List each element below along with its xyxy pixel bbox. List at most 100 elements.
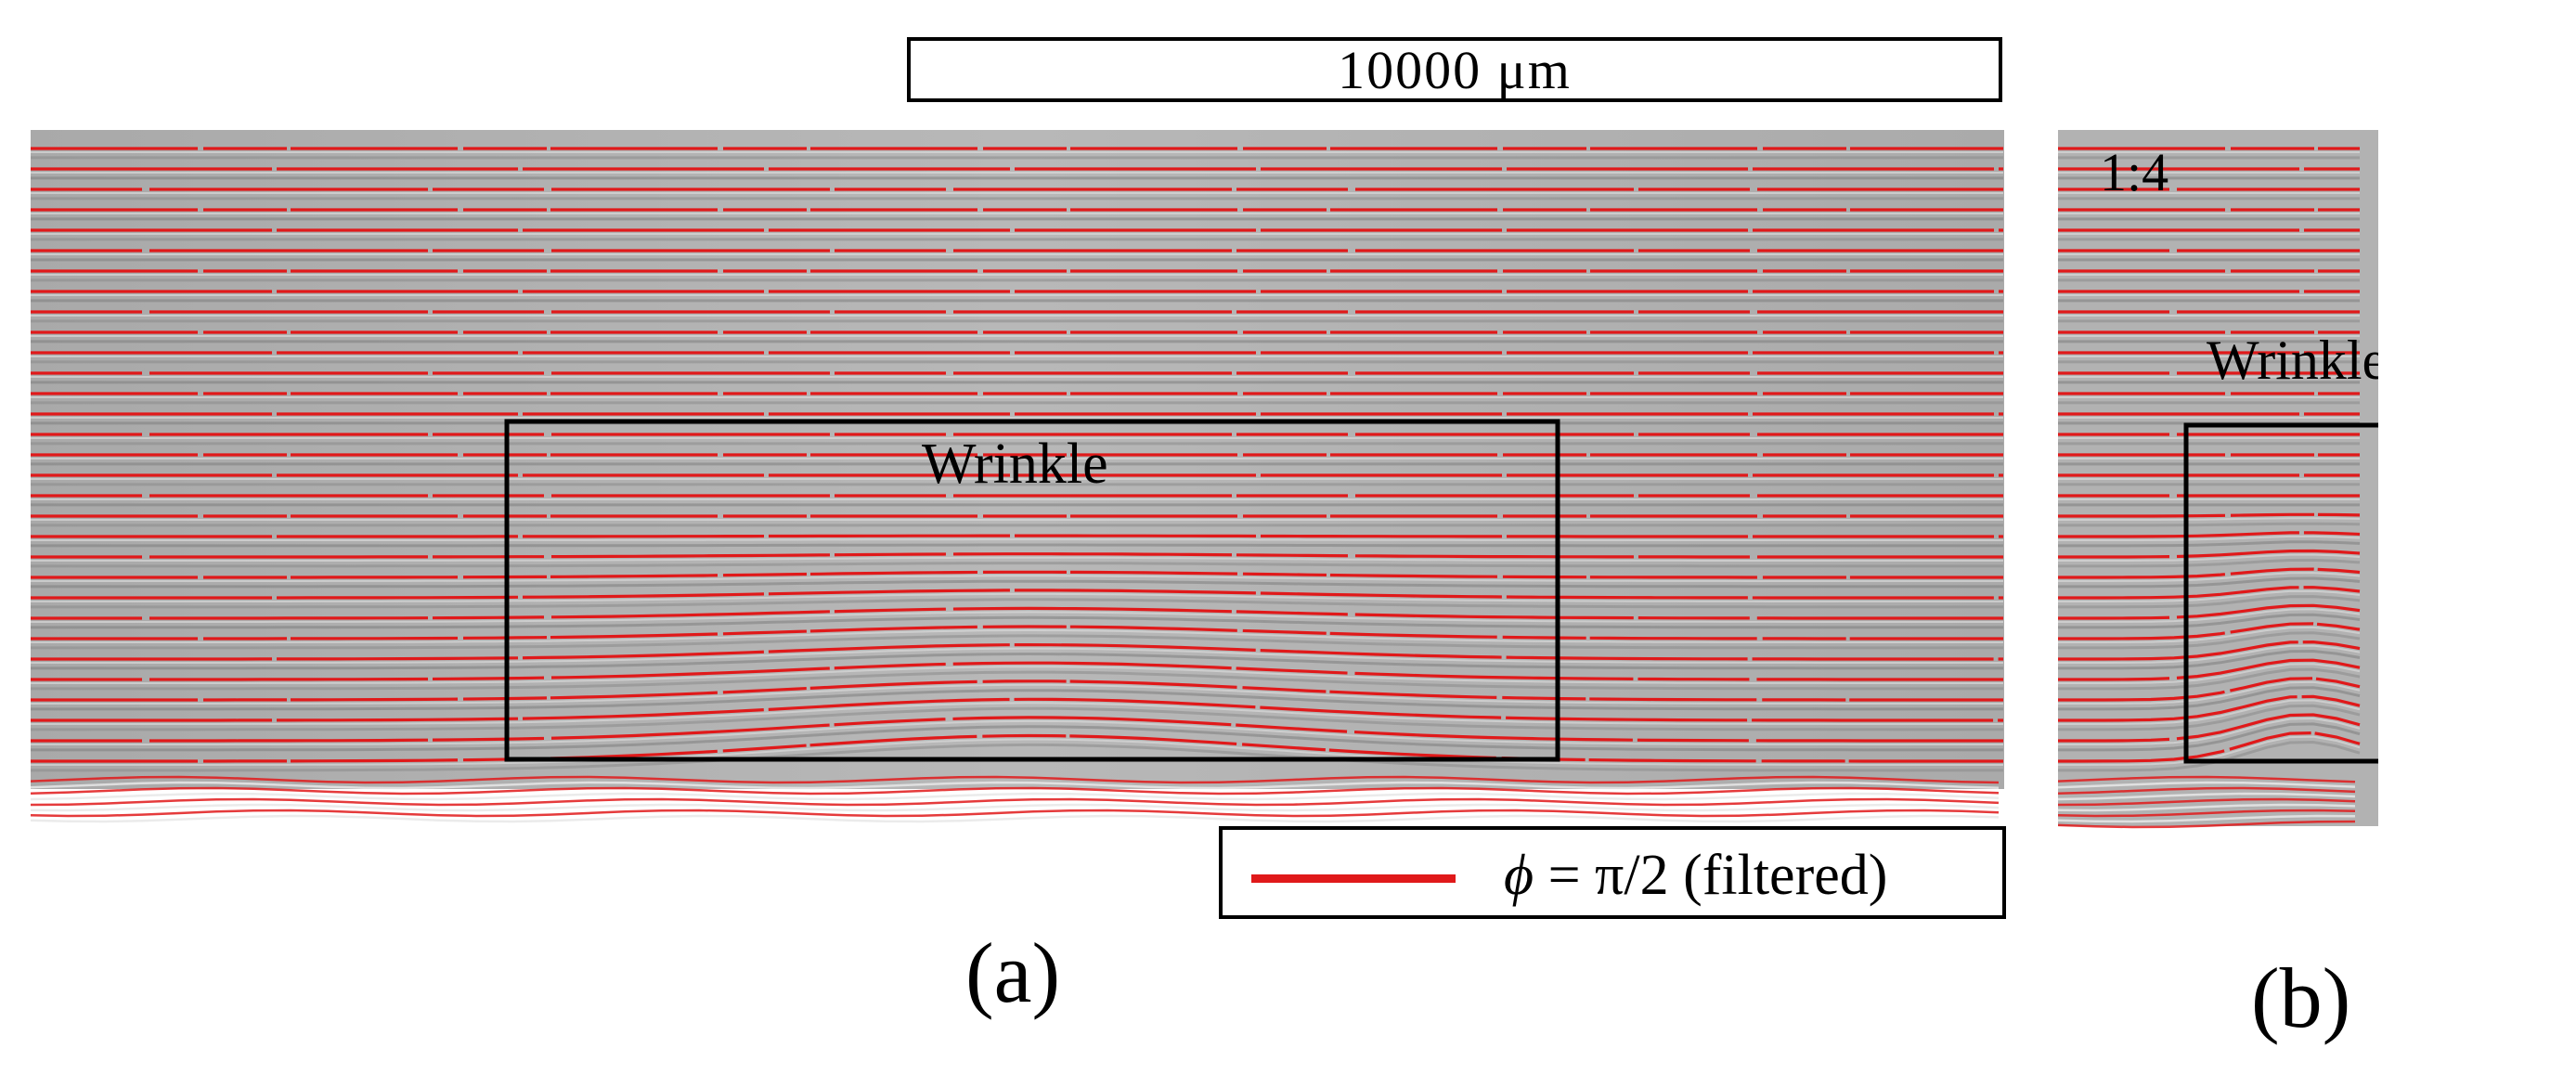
edge-line: [31, 792, 2000, 801]
scale-bar: 10000 μm: [907, 37, 2002, 102]
ply-line-red: [2058, 531, 2361, 538]
ply-line-red: [31, 661, 2003, 681]
legend-label: ϕ = π/2 (filtered): [1504, 843, 1887, 909]
ply-highlight: [2058, 663, 2361, 684]
ply-boundary-shadow: [31, 615, 2003, 629]
ply-highlight: [31, 575, 2003, 582]
scale-bar-label: 10000 μm: [1338, 39, 1572, 100]
ply-highlight: [31, 592, 2003, 602]
ply-highlight: [31, 556, 2003, 562]
edge-line: [31, 797, 2000, 807]
edge-line: [31, 775, 2000, 784]
ply-highlight: [2058, 680, 2361, 705]
ply-lines-group: [2058, 147, 2361, 772]
ply-line-red: [31, 534, 2003, 538]
ply-boundary-shadow: [31, 579, 2003, 589]
ply-boundary-shadow: [31, 634, 2003, 650]
ply-boundary-shadow: [2058, 558, 2361, 568]
ply-line-red: [2058, 731, 2361, 763]
edge-line: [31, 786, 2000, 796]
ply-line-red: [31, 679, 2003, 702]
edge-line: [2058, 803, 2356, 812]
edge-line: [2058, 792, 2356, 801]
ply-highlight: [31, 666, 2003, 684]
ply-boundary-shadow: [2058, 667, 2361, 691]
ply-boundary-shadow: [31, 706, 2003, 731]
edge-line: [2058, 814, 2356, 823]
edge-line: [31, 781, 2000, 790]
wrinkle-region-box: [504, 419, 1560, 762]
ply-line-red: [31, 642, 2003, 661]
ply-boundary-shadow: [2058, 649, 2361, 670]
ply-boundary-shadow: [31, 670, 2003, 691]
panel-b-micrograph: 1:4 Wrinkle: [2058, 130, 2378, 829]
ply-highlight: [2058, 626, 2361, 643]
ply-boundary-shadow: [2058, 704, 2361, 731]
ply-line-red: [31, 716, 2003, 743]
ply-line-red: [2058, 567, 2361, 579]
ply-line-red: [31, 606, 2003, 620]
ply-line-red: [2058, 549, 2361, 559]
edge-line: [2058, 781, 2356, 789]
ply-boundary-shadow: [2058, 595, 2361, 609]
bottom-edge-texture: [2058, 775, 2356, 829]
panel-label-b: (b): [2251, 951, 2351, 1045]
ply-line-red: [2058, 694, 2361, 722]
ply-boundary-shadow: [31, 543, 2003, 548]
ply-boundary-shadow: [2058, 522, 2361, 527]
ply-line-red: [2058, 677, 2361, 702]
edge-line: [2058, 786, 2356, 795]
ply-highlight: [31, 702, 2003, 725]
edge-line: [31, 803, 2000, 812]
wrinkle-region-box: [2183, 422, 2378, 764]
ply-line-red: [2058, 713, 2361, 743]
ply-line-red: [31, 697, 2003, 722]
ply-highlight: [2058, 699, 2361, 725]
wrinkle-annotation: Wrinkle: [2207, 330, 2378, 391]
ply-highlight: [31, 738, 2003, 766]
ply-boundary-shadow: [2058, 540, 2361, 548]
ply-highlight: [31, 628, 2003, 643]
ply-highlight: [31, 719, 2003, 745]
ply-highlight: [31, 538, 2003, 541]
ply-line-red: [2058, 512, 2361, 518]
edge-line: [31, 814, 2000, 823]
panel-a-micrograph: Wrinkle: [31, 130, 2004, 823]
edge-line: [2058, 820, 2356, 829]
ply-highlight: [2058, 644, 2361, 664]
panel-label-a: (a): [965, 925, 1061, 1020]
ply-boundary-shadow: [2058, 686, 2361, 711]
ply-line-red: [2058, 640, 2361, 661]
ply-highlight: [2058, 553, 2361, 562]
ply-line-red: [31, 625, 2003, 641]
ply-highlight: [2058, 572, 2361, 582]
legend-line-swatch: [1251, 874, 1456, 883]
ply-line-red: [2058, 622, 2361, 641]
edge-line: [2058, 775, 2356, 783]
ply-boundary-shadow: [2058, 576, 2361, 589]
ply-boundary-shadow: [31, 725, 2003, 752]
ply-boundary-shadow: [31, 689, 2003, 711]
legend-box: [1219, 826, 2006, 919]
legend-text: = π/2 (filtered): [1534, 844, 1888, 907]
edge-line: [2058, 797, 2356, 807]
ply-lines-group: [31, 147, 2003, 772]
wrinkle-annotation: Wrinkle: [922, 433, 1108, 496]
ply-boundary-shadow: [31, 562, 2003, 568]
ply-highlight: [2058, 608, 2361, 623]
ply-boundary-shadow: [31, 652, 2003, 670]
legend-symbol: ϕ: [1504, 844, 1534, 907]
edge-line: [2058, 809, 2356, 818]
ply-highlight: [2058, 735, 2361, 766]
ply-highlight: [31, 683, 2003, 705]
ratio-label: 1:4: [2100, 142, 2168, 202]
edge-line: [31, 809, 2000, 818]
ply-highlight: [31, 647, 2003, 664]
ply-boundary-shadow: [2058, 613, 2361, 629]
ply-highlight: [2058, 517, 2361, 521]
ply-highlight: [31, 611, 2003, 623]
ply-highlight: [2058, 535, 2361, 541]
ply-boundary-shadow: [31, 743, 2003, 772]
ply-line-red: [2058, 603, 2361, 620]
ply-line-red: [31, 733, 2003, 763]
